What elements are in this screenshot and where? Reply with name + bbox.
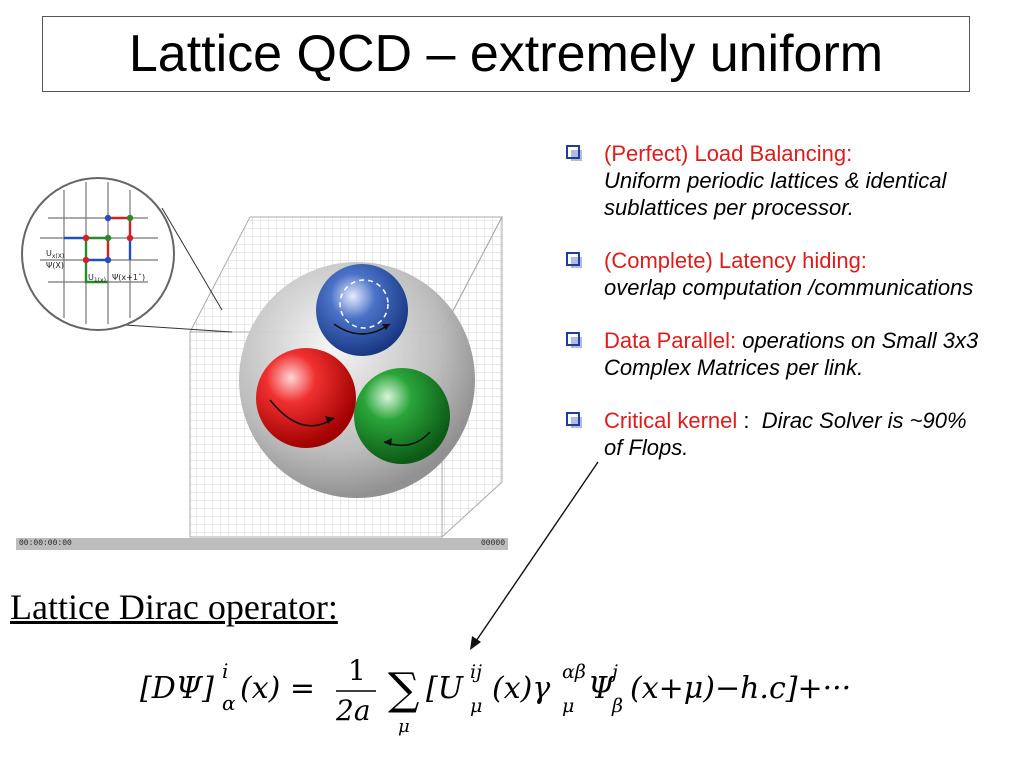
svg-text:[DΨ]: [DΨ] [140, 671, 214, 706]
svg-text:1: 1 [348, 654, 366, 687]
red-quark [256, 348, 356, 448]
label-psi-next: Ψ(x+1ˆ) [112, 272, 145, 282]
dirac-operator-label: Lattice Dirac operator: [10, 587, 338, 627]
svg-text:(x)γ: (x)γ [492, 671, 550, 706]
lattice-figure: Ux(X) Ψ(X) U1(x) Ψ(x+1ˆ) [21, 177, 503, 539]
title-box: Lattice QCD – extremely uniform [42, 16, 970, 92]
lattice-zoom-circle [21, 177, 175, 331]
bullet-latency-hiding: (Complete) Latency hiding: overlap compu… [566, 247, 986, 301]
svg-text:β: β [611, 695, 623, 717]
bullet-list: (Perfect) Load Balancing: Uniform period… [566, 140, 986, 487]
svg-text:i: i [222, 659, 228, 683]
timebar-time: 00:00:00:00 [19, 539, 72, 548]
timebar-frame: 00000 [480, 539, 505, 548]
label-u-top: Ux(X) [46, 249, 64, 260]
svg-text:(x) =: (x) = [240, 671, 315, 706]
svg-text:ij: ij [470, 661, 482, 683]
svg-text:j: j [608, 661, 618, 683]
slide-title: Lattice QCD – extremely uniform [128, 25, 884, 83]
svg-text:2a: 2a [335, 694, 371, 727]
blue-quark [316, 264, 408, 356]
svg-text:μ: μ [398, 716, 410, 737]
bullet-load-balancing: (Perfect) Load Balancing: Uniform period… [566, 140, 986, 221]
video-timebar: 00:00:00:00 00000 [16, 538, 508, 550]
bullet-data-parallel: Data Parallel: operations on Small 3x3 C… [566, 327, 986, 381]
dirac-formula: [DΨ] i α (x) = 1 2a ∑ μ [U ij μ (x)γ αβ … [140, 654, 851, 737]
svg-text:μ: μ [562, 695, 574, 717]
svg-text:α: α [222, 691, 236, 715]
bullet-critical-kernel: Critical kernel : Dirac Solver is ~90% o… [566, 407, 986, 461]
checkbox-bullet-icon [566, 145, 582, 161]
svg-text:μ: μ [470, 695, 482, 717]
svg-text:∑: ∑ [388, 664, 419, 715]
svg-text:[U: [U [426, 671, 465, 706]
svg-text:(x+μ)−h.c]+···: (x+μ)−h.c]+··· [630, 671, 851, 706]
label-psi: Ψ(X) [46, 261, 64, 270]
checkbox-bullet-icon [566, 332, 582, 348]
svg-text:αβ: αβ [562, 661, 586, 683]
green-quark [354, 368, 450, 464]
checkbox-bullet-icon [566, 412, 582, 428]
svg-text:Ψ: Ψ [588, 671, 616, 706]
label-u-bottom: U1(x) [88, 273, 106, 284]
checkbox-bullet-icon [566, 252, 582, 268]
